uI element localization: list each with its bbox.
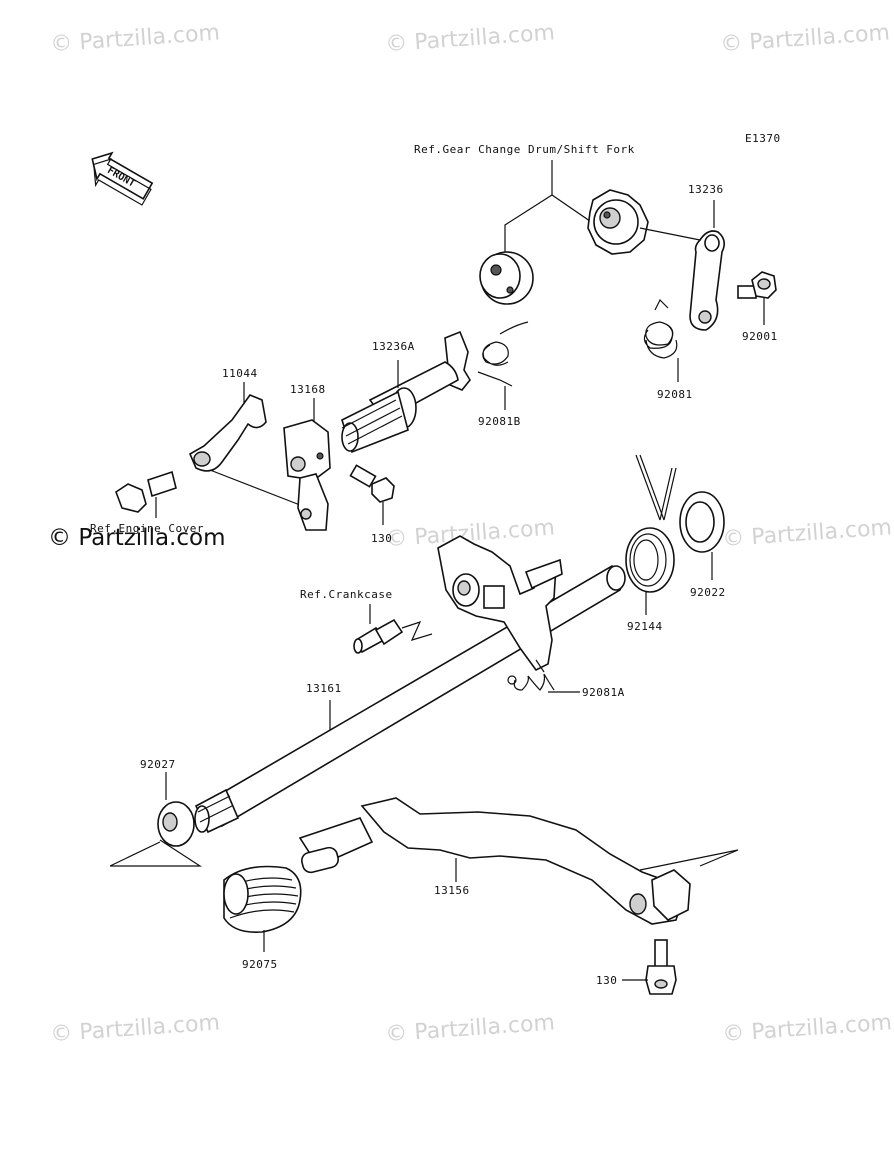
left-bolt [115,470,177,518]
part-92022 [679,491,725,580]
label-13168: 13168 [290,383,326,396]
part-130-lower [622,939,677,995]
label-92001: 92001 [742,330,778,343]
svg-text:© Partzilla.com: © Partzilla.com [720,20,891,57]
svg-text:© Partzilla.com: © Partzilla.com [50,1010,221,1047]
label-130-lower: 130 [596,974,617,987]
label-13236: 13236 [688,183,724,196]
label-92027: 92027 [140,758,176,771]
svg-text:© Partzilla.com: © Partzilla.com [48,525,226,551]
drum-star [587,189,701,255]
part-92081B [477,321,529,410]
label-92081: 92081 [657,388,693,401]
ref-drum-leader [504,160,601,258]
part-11044 [188,382,301,506]
part-92075 [223,865,302,952]
part-92144 [625,454,677,615]
drum-cam-disc [479,251,534,305]
part-92081 [643,298,679,382]
watermark-mid-right: © Partzilla.com [722,515,893,552]
part-130-upper [349,464,395,525]
part-13168 [283,398,331,531]
diagram-code: E1370 [745,132,781,145]
label-92144: 92144 [627,620,663,633]
svg-text:© Partzilla.com: © Partzilla.com [722,1010,893,1047]
crankcase-pin [353,604,433,654]
label-92022: 92022 [690,586,726,599]
part-13236 [689,200,726,331]
ref-engine-cover: Ref.Engine Cover [90,522,204,535]
part-13156 [298,797,739,925]
watermark-bottom-left: © Partzilla.com [50,1010,221,1047]
watermark-bottom-center: © Partzilla.com [385,1010,556,1047]
ref-gear-change-drum: Ref.Gear Change Drum/Shift Fork [414,143,635,156]
part-92027 [109,772,203,867]
watermark-top-left: © Partzilla.com [50,20,221,57]
label-13156: 13156 [434,884,470,897]
part-13236A [341,330,471,454]
ref-crankcase: Ref.Crankcase [300,588,393,601]
front-arrow: FRONT [91,151,154,206]
svg-text:© Partzilla.com: © Partzilla.com [50,20,221,57]
part-13161 [194,565,626,834]
svg-text:© Partzilla.com: © Partzilla.com [385,1010,556,1047]
label-92081A: 92081A [582,686,625,699]
label-13161: 13161 [306,682,342,695]
watermark-top-center: © Partzilla.com [385,20,556,57]
svg-text:© Partzilla.com: © Partzilla.com [385,20,556,57]
shift-plate [437,535,563,672]
label-92075: 92075 [242,958,278,971]
part-92081A [507,659,580,693]
part-92001 [737,271,777,325]
watermark-bottom-right: © Partzilla.com [722,1010,893,1047]
watermark-top-right: © Partzilla.com [720,20,891,57]
label-11044: 11044 [222,367,258,380]
svg-text:© Partzilla.com: © Partzilla.com [722,515,893,552]
watermark-strong: © Partzilla.com [48,525,226,551]
label-13236A: 13236A [372,340,415,353]
label-130-upper: 130 [371,532,392,545]
label-92081B: 92081B [478,415,521,428]
